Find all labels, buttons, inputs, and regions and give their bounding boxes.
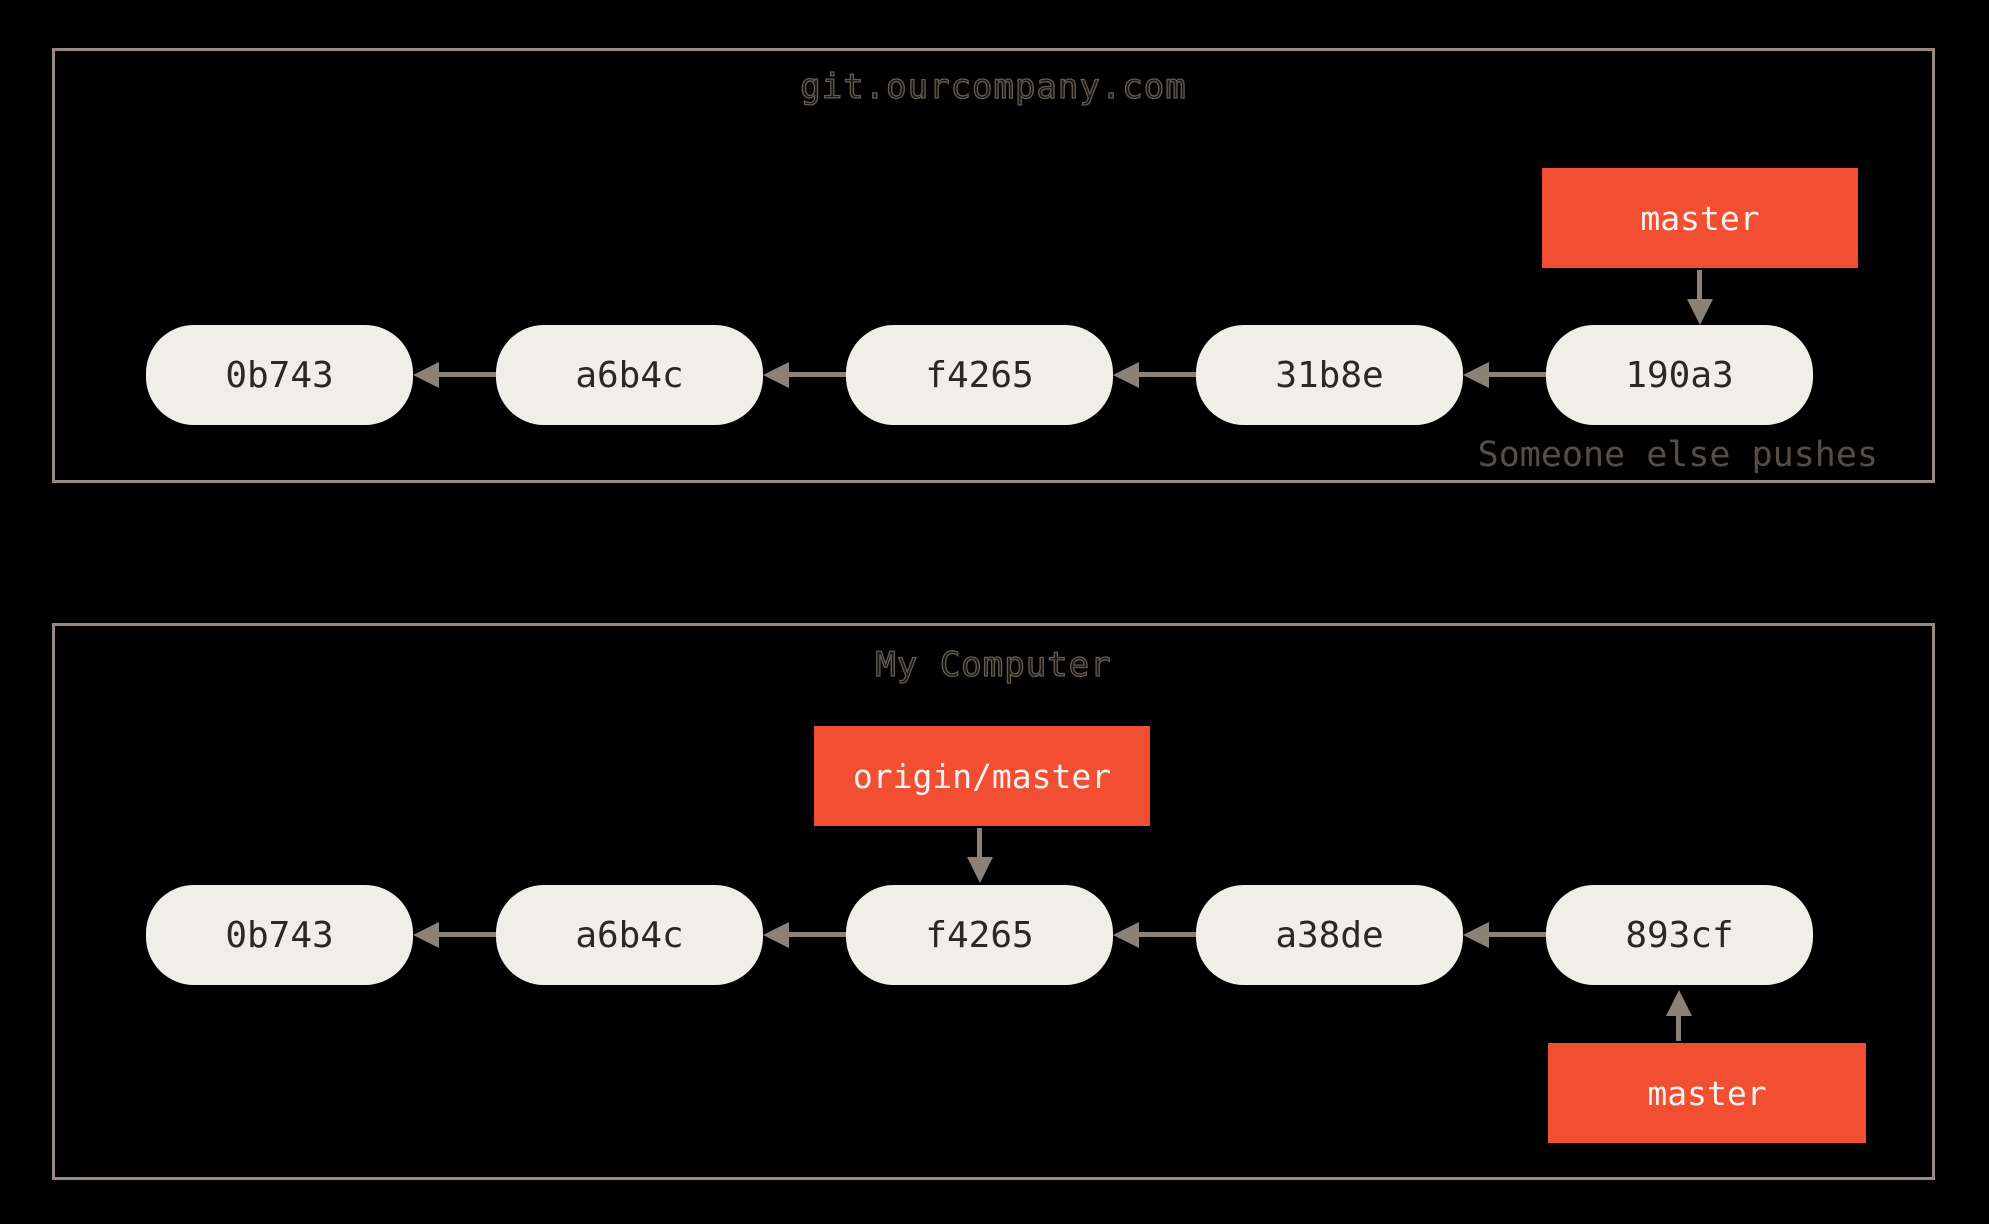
origin-master-label: origin/master xyxy=(814,726,1150,826)
commit-node-remote-2: f4265 xyxy=(846,325,1113,425)
arrow-shaft xyxy=(1483,372,1546,377)
arrow-shaft xyxy=(433,932,496,937)
arrow-head xyxy=(763,922,789,948)
commit-parent-arrow xyxy=(1113,362,1196,388)
commit-node-local-3: a38de xyxy=(1196,885,1463,985)
arrow-head xyxy=(1113,362,1139,388)
arrow-head xyxy=(763,362,789,388)
arrow-shaft xyxy=(977,828,982,863)
commit-parent-arrow xyxy=(763,922,846,948)
local-master-branch-label: master xyxy=(1548,1043,1866,1143)
someone-else-pushes-caption: Someone else pushes xyxy=(1477,435,1878,475)
commit-node-local-1: a6b4c xyxy=(496,885,763,985)
remote-repo-title: git.ourcompany.com xyxy=(800,66,1187,107)
arrow-shaft xyxy=(1133,932,1196,937)
remote-master-pointer-arrow xyxy=(1687,270,1713,325)
commit-parent-arrow xyxy=(763,362,846,388)
commit-node-remote-3: 31b8e xyxy=(1196,325,1463,425)
commit-parent-arrow xyxy=(413,922,496,948)
arrow-head xyxy=(413,922,439,948)
commit-node-local-0: 0b743 xyxy=(146,885,413,985)
commit-node-remote-4: 190a3 xyxy=(1546,325,1813,425)
local-repo-title: My Computer xyxy=(875,644,1112,685)
arrow-shaft xyxy=(1483,932,1546,937)
remote-repo-panel: git.ourcompany.com Someone else pushes xyxy=(52,48,1935,483)
arrow-head xyxy=(1113,922,1139,948)
arrow-shaft xyxy=(783,372,846,377)
commit-parent-arrow xyxy=(1463,362,1546,388)
local-repo-panel: My Computer xyxy=(52,623,1935,1180)
commit-parent-arrow xyxy=(413,362,496,388)
local-master-pointer-arrow xyxy=(1666,990,1692,1041)
arrow-shaft xyxy=(783,932,846,937)
arrow-head xyxy=(1463,362,1489,388)
commit-node-remote-1: a6b4c xyxy=(496,325,763,425)
arrow-head xyxy=(1666,990,1692,1016)
arrow-head xyxy=(413,362,439,388)
commit-parent-arrow xyxy=(1463,922,1546,948)
arrow-shaft xyxy=(1676,1010,1681,1041)
arrow-shaft xyxy=(433,372,496,377)
commit-node-local-2: f4265 xyxy=(846,885,1113,985)
commit-node-local-4: 893cf xyxy=(1546,885,1813,985)
origin-master-pointer-arrow xyxy=(967,828,993,883)
arrow-head xyxy=(967,857,993,883)
arrow-head xyxy=(1687,299,1713,325)
arrow-shaft xyxy=(1133,372,1196,377)
remote-master-branch-label: master xyxy=(1542,168,1858,268)
commit-parent-arrow xyxy=(1113,922,1196,948)
arrow-head xyxy=(1463,922,1489,948)
arrow-shaft xyxy=(1697,270,1702,305)
commit-node-remote-0: 0b743 xyxy=(146,325,413,425)
